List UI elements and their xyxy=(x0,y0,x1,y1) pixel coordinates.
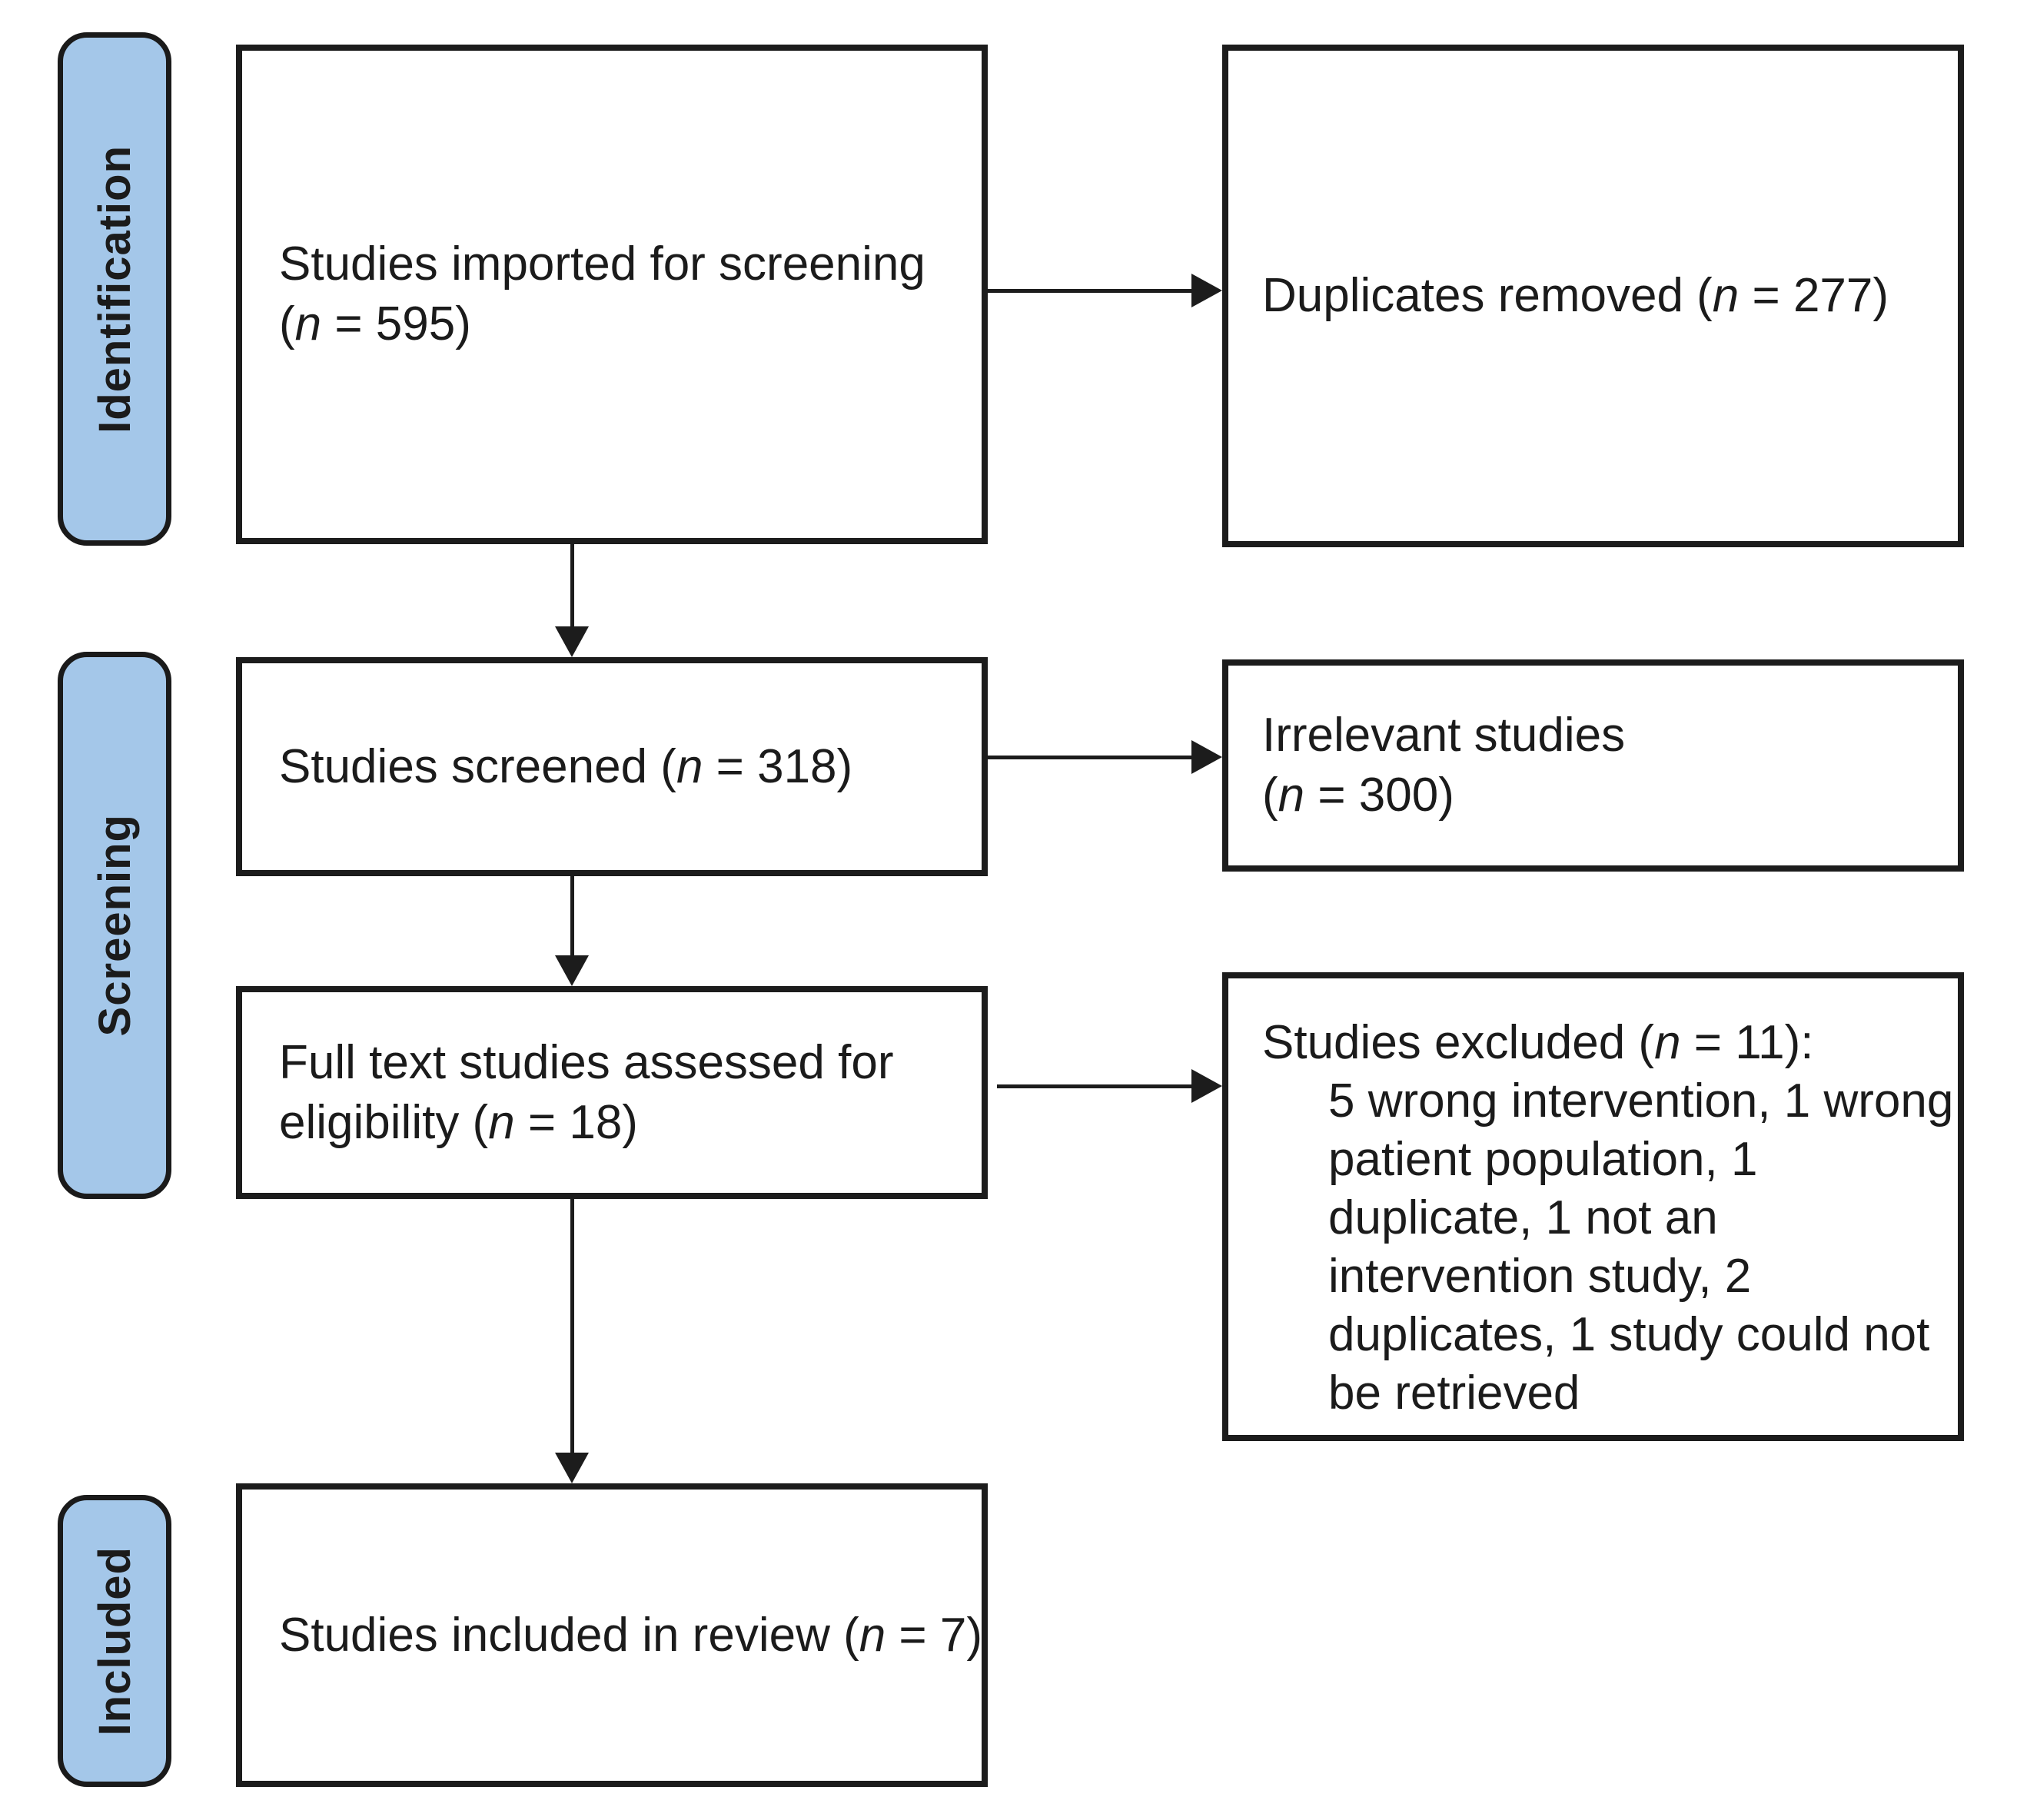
box-studies-screened: Studies screened (n = 318) xyxy=(236,657,988,876)
arrowhead-down-icon xyxy=(555,1453,589,1483)
box-fulltext-assessed-line2: eligibility (n = 18) xyxy=(279,1095,638,1149)
arrow-shaft xyxy=(988,755,1191,759)
excluded-detail-line6: be retrieved xyxy=(1328,1367,1580,1420)
arrow-fulltext-to-excluded xyxy=(997,1069,1222,1103)
box-studies-imported-line1: Studies imported for screening xyxy=(279,237,925,291)
arrow-screened-to-fulltext xyxy=(555,876,589,986)
arrow-imported-to-duplicates xyxy=(988,274,1222,307)
box-duplicates-removed: Duplicates removed (n = 277) xyxy=(1222,45,1964,547)
stage-label-identification-text: Identification xyxy=(89,144,140,433)
excluded-detail-line1: 5 wrong intervention, 1 wrong xyxy=(1328,1074,1954,1128)
box-studies-excluded-details: 5 wrong intervention, 1 wrong patient po… xyxy=(1262,1072,1954,1423)
excluded-detail-line4: intervention study, 2 xyxy=(1328,1250,1752,1303)
arrow-shaft xyxy=(570,1199,574,1453)
arrowhead-right-icon xyxy=(1191,1069,1222,1103)
arrow-screened-to-irrelevant xyxy=(988,740,1222,774)
box-irrelevant-studies-line2: (n = 300) xyxy=(1262,769,1454,822)
box-studies-included: Studies included in review (n = 7) xyxy=(236,1483,988,1787)
box-irrelevant-studies-line1: Irrelevant studies xyxy=(1262,709,1626,762)
arrow-shaft xyxy=(570,544,574,626)
excluded-detail-line3: duplicate, 1 not an xyxy=(1328,1191,1718,1244)
stage-label-included-text: Included xyxy=(89,1546,140,1736)
box-studies-excluded-title: Studies excluded (n = 11): xyxy=(1262,1016,1814,1069)
box-studies-screened-line1: Studies screened (n = 318) xyxy=(279,739,853,793)
excluded-detail-line5: duplicates, 1 study could not xyxy=(1328,1308,1930,1361)
arrowhead-right-icon xyxy=(1191,274,1222,307)
box-fulltext-assessed-line1: Full text studies assessed for xyxy=(279,1035,894,1089)
stage-label-screening: Screening xyxy=(58,652,171,1199)
box-irrelevant-studies: Irrelevant studies (n = 300) xyxy=(1222,659,1964,872)
arrow-fulltext-to-included xyxy=(555,1199,589,1483)
box-duplicates-removed-line1: Duplicates removed (n = 277) xyxy=(1262,269,1889,322)
box-studies-imported-line2: (n = 595) xyxy=(279,297,471,350)
arrowhead-right-icon xyxy=(1191,740,1222,774)
arrow-shaft xyxy=(997,1084,1191,1088)
box-studies-excluded: Studies excluded (n = 11): 5 wrong inter… xyxy=(1222,972,1964,1441)
arrow-shaft xyxy=(570,876,574,955)
box-studies-imported: Studies imported for screening (n = 595) xyxy=(236,45,988,544)
excluded-detail-line2: patient population, 1 xyxy=(1328,1133,1758,1186)
stage-label-screening-text: Screening xyxy=(89,814,140,1037)
box-studies-included-line1: Studies included in review (n = 7) xyxy=(279,1608,982,1662)
arrow-imported-to-screened xyxy=(555,544,589,657)
arrowhead-down-icon xyxy=(555,626,589,657)
box-fulltext-assessed: Full text studies assessed for eligibili… xyxy=(236,986,988,1199)
arrowhead-down-icon xyxy=(555,955,589,986)
stage-label-identification: Identification xyxy=(58,32,171,546)
arrow-shaft xyxy=(988,288,1191,293)
stage-label-included: Included xyxy=(58,1495,171,1787)
